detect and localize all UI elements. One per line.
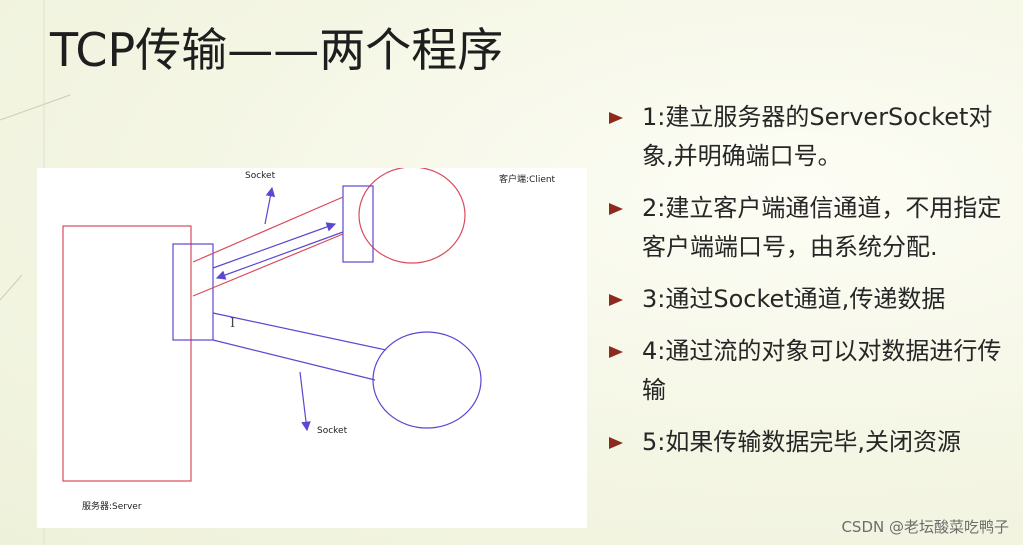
bullet-item: 3:通过Socket通道,传递数据	[609, 280, 1009, 319]
data-arrow-to-server	[215, 231, 344, 280]
client-circle	[358, 168, 466, 264]
bullet-list: 1:建立服务器的ServerSocket对象,并明确端口号。 2:建立客户端通信…	[609, 98, 1009, 475]
slide-title: TCP传输——两个程序	[50, 23, 504, 77]
socket-pointer-bottom	[299, 371, 311, 432]
bullet-item: 5:如果传输数据完毕,关闭资源	[609, 423, 1009, 462]
client-label: 客户端:Client	[499, 175, 556, 185]
channel2-line-bottom	[212, 339, 376, 381]
bullet-item: 4:通过流的对象可以对数据进行传输	[609, 332, 1009, 410]
channel-line-bottom	[192, 233, 344, 297]
server-box	[62, 225, 192, 482]
socket-label-top: Socket	[245, 171, 276, 181]
socket-label-bottom: Socket	[317, 426, 348, 436]
bullet-text: 3:通过Socket通道,传递数据	[642, 285, 946, 313]
watermark: CSDN @老坛酸菜吃鸭子	[841, 518, 1009, 536]
socket-pointer-top	[264, 186, 276, 225]
arrow-bullet-icon	[609, 112, 623, 124]
bullet-text: 2:建立客户端通信通道，不用指定客户端端口号，由系统分配.	[642, 194, 1002, 261]
arrow-bullet-icon	[609, 294, 623, 306]
text-cursor-icon: I	[230, 316, 236, 331]
decor-line	[0, 274, 23, 301]
client-circle-2	[372, 331, 482, 429]
client-socket-port	[342, 185, 374, 263]
channel2-line-top	[212, 312, 387, 351]
tcp-diagram: Socket 客户端:Client Socket 服务器:Server I	[37, 168, 587, 528]
server-label: 服务器:Server	[82, 502, 142, 512]
tcp-diagram-canvas	[62, 168, 482, 482]
bullet-text: 5:如果传输数据完毕,关闭资源	[642, 428, 961, 456]
bullet-text: 1:建立服务器的ServerSocket对象,并明确端口号。	[642, 103, 993, 170]
data-arrow-to-client	[212, 222, 337, 269]
arrow-bullet-icon	[609, 437, 623, 449]
channel-line-top	[192, 196, 344, 263]
bullet-text: 4:通过流的对象可以对数据进行传输	[642, 337, 1002, 404]
arrow-bullet-icon	[609, 203, 623, 215]
bullet-item: 2:建立客户端通信通道，不用指定客户端端口号，由系统分配.	[609, 189, 1009, 267]
arrow-bullet-icon	[609, 346, 623, 358]
bullet-item: 1:建立服务器的ServerSocket对象,并明确端口号。	[609, 98, 1009, 176]
decor-line	[0, 94, 71, 121]
server-socket-port	[172, 243, 214, 341]
